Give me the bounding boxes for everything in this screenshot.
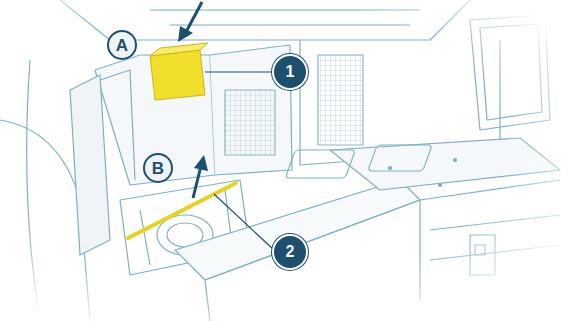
step-letter: A [107, 30, 137, 60]
callout-number: 1 [272, 54, 308, 90]
callout-number: 2 [272, 234, 308, 270]
step-letter: B [143, 153, 173, 183]
